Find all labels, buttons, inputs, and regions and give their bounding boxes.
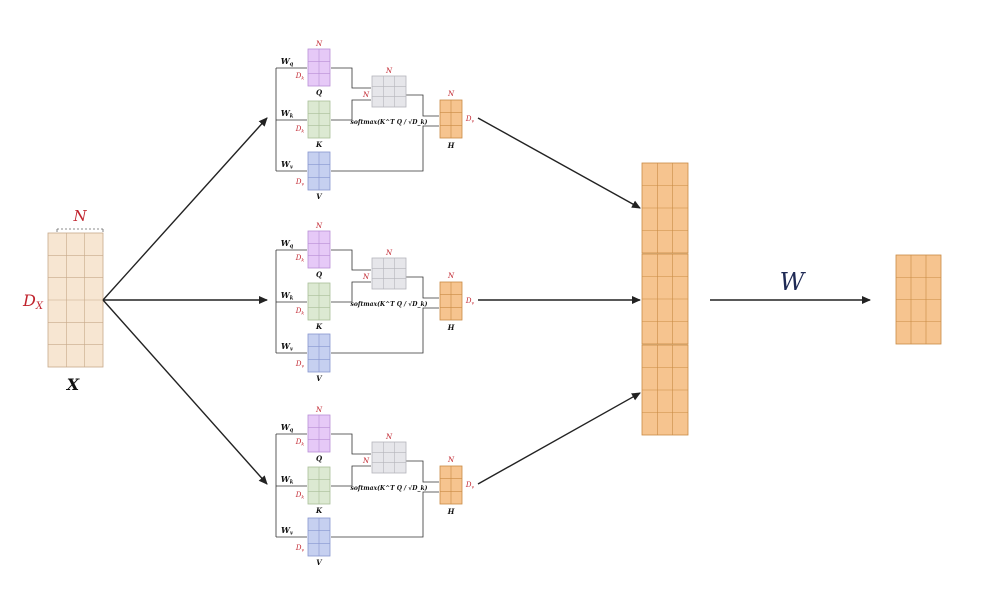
- q-label: Q: [316, 454, 322, 463]
- wv-label: Wv: [281, 341, 294, 353]
- head-wiring: [275, 249, 439, 354]
- head-output-matrix: [439, 465, 463, 505]
- softmax-label: softmax(K^T Q / √D_k): [351, 119, 428, 126]
- h-height-label: Dv: [465, 297, 475, 307]
- v-height-label: Dv: [295, 360, 305, 370]
- q-height-label: Dk: [295, 72, 305, 82]
- h-label: H: [447, 141, 455, 150]
- attn-width-label: N: [385, 67, 393, 75]
- k-height-label: Dk: [295, 307, 305, 317]
- attn-height-label: N: [362, 91, 370, 99]
- h-width-label: N: [447, 272, 455, 280]
- wk-label: Wk: [281, 290, 294, 302]
- h-height-label: Dv: [465, 115, 475, 125]
- input-matrix-x: N DX X: [22, 207, 104, 394]
- head-wiring: [275, 433, 439, 538]
- h-label: H: [447, 507, 455, 516]
- output-projection: W: [710, 268, 871, 304]
- query-matrix: [307, 230, 331, 269]
- wk-label: Wk: [281, 474, 294, 486]
- h-height-label: Dv: [465, 481, 475, 491]
- output-grid: [895, 254, 942, 345]
- head-wiring: [275, 67, 439, 172]
- key-matrix: [307, 466, 331, 505]
- wq-label: Wq: [281, 422, 294, 434]
- attn-width-label: N: [385, 249, 393, 257]
- softmax-label: softmax(K^T Q / √D_k): [351, 485, 428, 492]
- q-width-label: N: [315, 40, 323, 48]
- input-height-label: DX: [22, 291, 44, 312]
- v-label: V: [316, 374, 323, 383]
- v-label: V: [316, 192, 323, 201]
- projection-label: W: [780, 268, 807, 296]
- attn-height-label: N: [362, 457, 370, 465]
- q-label: Q: [316, 270, 322, 279]
- h-width-label: N: [447, 90, 455, 98]
- h-width-label: N: [447, 456, 455, 464]
- attention-matrix: [371, 257, 407, 290]
- k-label: K: [315, 140, 323, 149]
- input-name-label: X: [66, 375, 80, 394]
- wq-label: Wq: [281, 238, 294, 250]
- fanout-arrows: [102, 117, 268, 485]
- value-matrix: [307, 333, 331, 373]
- concat-block: [641, 344, 689, 436]
- concat-block: [641, 253, 689, 345]
- h-label: H: [447, 323, 455, 332]
- attention-matrix: [371, 441, 407, 474]
- v-height-label: Dv: [295, 178, 305, 188]
- attn-height-label: N: [362, 273, 370, 281]
- k-height-label: Dk: [295, 491, 305, 501]
- k-label: K: [315, 322, 323, 331]
- q-height-label: Dk: [295, 254, 305, 264]
- attention-matrix: [371, 75, 407, 108]
- wv-label: Wv: [281, 525, 294, 537]
- value-matrix: [307, 517, 331, 557]
- key-matrix: [307, 282, 331, 321]
- value-matrix: [307, 151, 331, 191]
- k-height-label: Dk: [295, 125, 305, 135]
- query-matrix: [307, 414, 331, 453]
- wk-label: Wk: [281, 108, 294, 120]
- q-label: Q: [316, 88, 322, 97]
- input-width-label: N: [72, 207, 87, 225]
- q-width-label: N: [315, 406, 323, 414]
- q-height-label: Dk: [295, 438, 305, 448]
- wv-label: Wv: [281, 159, 294, 171]
- query-matrix: [307, 48, 331, 87]
- attn-width-label: N: [385, 433, 393, 441]
- head-output-matrix: [439, 281, 463, 321]
- softmax-label: softmax(K^T Q / √D_k): [351, 301, 428, 308]
- k-label: K: [315, 506, 323, 515]
- q-width-label: N: [315, 222, 323, 230]
- head-output-matrix: [439, 99, 463, 139]
- v-label: V: [316, 558, 323, 567]
- wq-label: Wq: [281, 56, 294, 68]
- key-matrix: [307, 100, 331, 139]
- concatenated-heads-matrix: [641, 162, 689, 436]
- output-matrix: [895, 254, 942, 345]
- concat-arrows: [477, 117, 641, 485]
- v-height-label: Dv: [295, 544, 305, 554]
- concat-block: [641, 162, 689, 254]
